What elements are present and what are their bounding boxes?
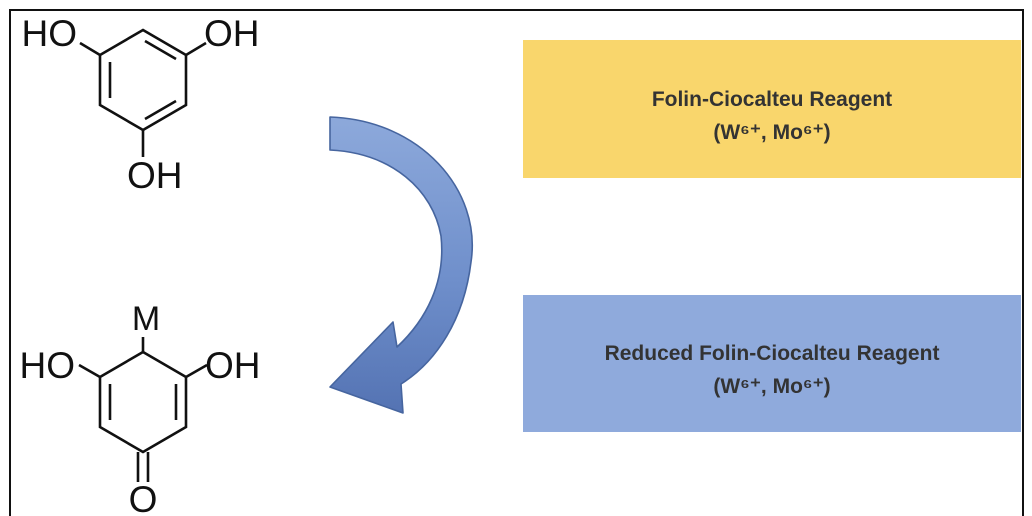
- ring: [98, 350, 188, 454]
- hydroxyl-label-right: OH: [205, 345, 261, 386]
- reduced-reagent-box: Reduced Folin-Ciocalteu Reagent (W⁶⁺, Mo…: [523, 295, 1021, 432]
- benzene-ring: [98, 28, 188, 132]
- double-bond: [144, 39, 177, 61]
- reagent-ions: (W⁶⁺, Mo⁶⁺): [713, 121, 831, 144]
- phloroglucinol-structure: HO OH OH: [22, 13, 260, 196]
- hydroxyl-bond: [185, 41, 207, 57]
- hydroxyl-bond: [78, 363, 101, 379]
- reduced-complex-structure: M HO OH O: [20, 300, 261, 516]
- reagent-box: Folin-Ciocalteu Reagent (W⁶⁺, Mo⁶⁺): [523, 40, 1021, 178]
- hydroxyl-label-right: OH: [204, 13, 260, 54]
- curved-reaction-arrow: [329, 116, 473, 414]
- reagent-title: Folin-Ciocalteu Reagent: [651, 88, 893, 111]
- hydroxyl-bond: [79, 41, 101, 57]
- reduced-reagent-title: Reduced Folin-Ciocalteu Reagent: [604, 341, 940, 365]
- reduced-reagent-ions: (W⁶⁺, Mo⁶⁺): [713, 374, 831, 398]
- hydroxyl-label-left: HO: [20, 345, 76, 386]
- hydroxyl-bond: [185, 363, 208, 379]
- carbonyl-oxygen-label: O: [129, 479, 158, 516]
- hydroxyl-label-bottom: OH: [127, 155, 183, 196]
- double-bond: [144, 99, 177, 121]
- hydroxyl-label-left: HO: [22, 13, 78, 54]
- metal-label: M: [132, 300, 160, 338]
- image-frame: [9, 9, 1024, 516]
